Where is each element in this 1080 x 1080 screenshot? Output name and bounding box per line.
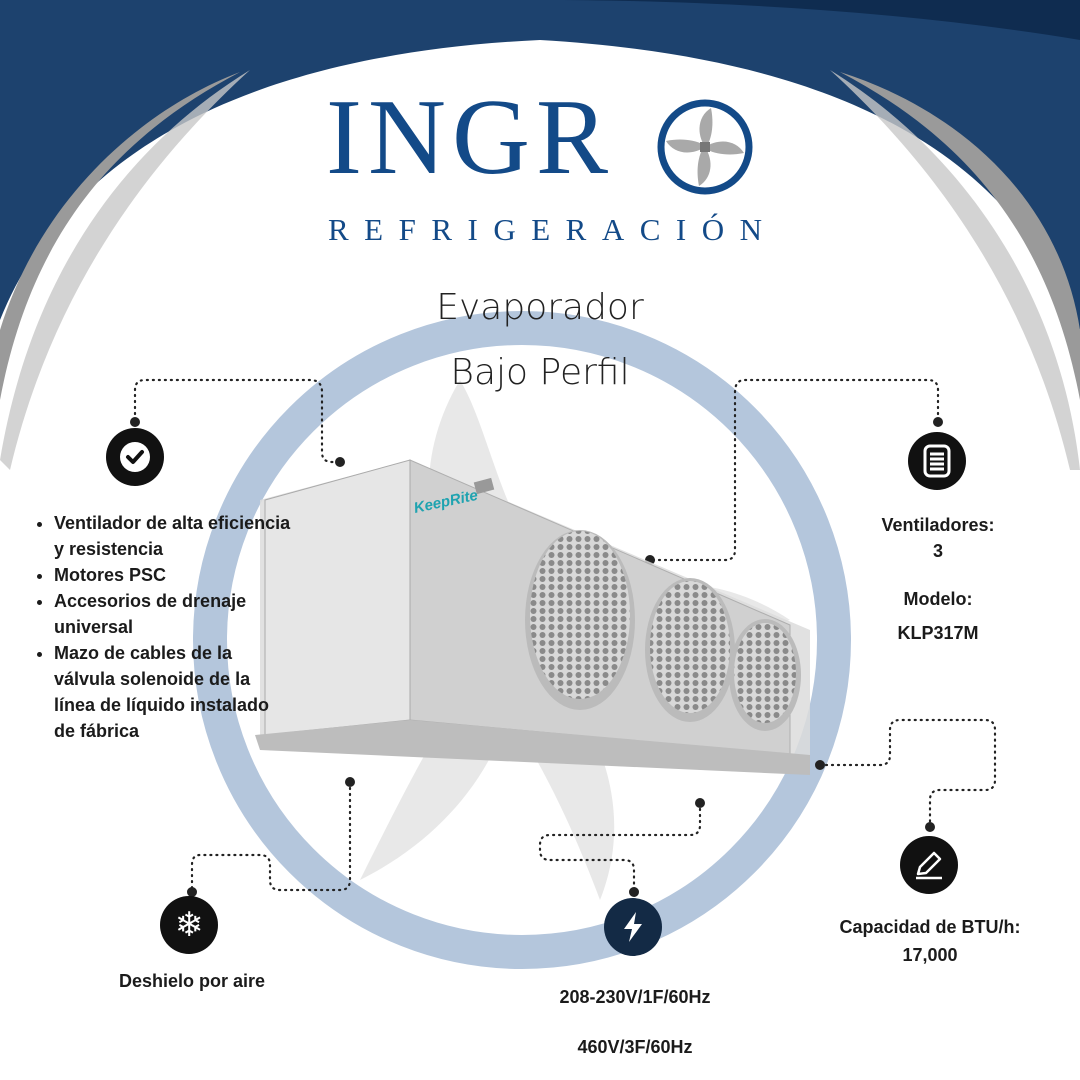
- fan-logo-icon: [657, 99, 753, 195]
- feature-item: Ventilador de alta eficiencia y resisten…: [54, 510, 294, 562]
- brand-logo: INGR: [326, 84, 614, 192]
- features-list: Ventilador de alta eficiencia y resisten…: [24, 510, 294, 744]
- brand-name: INGR: [326, 78, 614, 197]
- check-icon: [106, 428, 164, 486]
- model-label: Modelo:: [903, 589, 973, 609]
- product-title: Evaporador: [436, 287, 644, 328]
- capacity-value: 17,000: [902, 945, 958, 965]
- capacity-label: Capacidad de BTU/h:: [839, 917, 1021, 937]
- fans-value: 3: [932, 541, 943, 561]
- model-value: KLP317M: [897, 623, 979, 643]
- feature-item: Mazo de cables de la válvula solenoide d…: [54, 640, 294, 744]
- defrost-label: Deshielo por aire: [118, 971, 266, 991]
- fan-guard: [645, 578, 735, 722]
- evaporator-image: KeepRite: [255, 459, 810, 775]
- lightning-icon: [604, 898, 662, 956]
- fan-guard: [525, 530, 635, 710]
- brand-subtitle: REFRIGERACIÓN: [328, 212, 778, 247]
- pencil-icon: [900, 836, 958, 894]
- snowflake-icon: ❄: [160, 896, 218, 954]
- feature-item: Motores PSC: [54, 562, 294, 588]
- fan-guard: [729, 619, 801, 731]
- fans-label: Ventiladores:: [881, 515, 995, 535]
- product-subtitle: Bajo Perfil: [450, 352, 630, 393]
- voltage-option-2: 460V/3F/60Hz: [577, 1037, 693, 1057]
- list-icon: [908, 432, 966, 490]
- feature-item: Accesorios de drenaje universal: [54, 588, 294, 640]
- voltage-option-1: 208-230V/1F/60Hz: [559, 987, 711, 1007]
